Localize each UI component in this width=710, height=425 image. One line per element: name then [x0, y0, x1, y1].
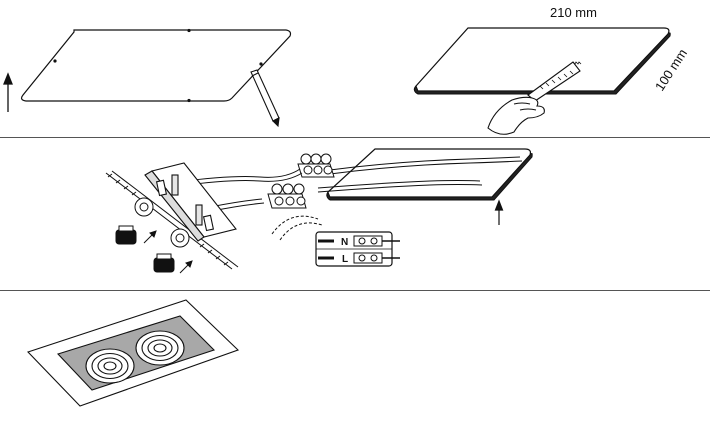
ceiling-cut-edge	[105, 170, 239, 270]
live-terminal-label: L	[342, 254, 348, 265]
insert-arrow-icon	[143, 230, 193, 274]
hand-icon	[487, 96, 545, 135]
ceiling-panel-outline	[20, 29, 292, 102]
fixture-frame	[144, 162, 237, 242]
divider-1	[0, 137, 710, 138]
lamp-holders	[134, 197, 190, 248]
supply-cables	[317, 156, 523, 193]
divider-2	[0, 290, 710, 291]
step-3-drawing	[26, 299, 240, 407]
step-3-installed	[0, 290, 710, 425]
terminal-block-lower	[267, 183, 307, 209]
installed-fixture	[26, 299, 240, 407]
height-dimension-label: 100 mm	[652, 46, 690, 94]
terminal-block-upper	[297, 153, 335, 178]
step-2-drawing: N L	[105, 148, 533, 274]
neutral-terminal-label: N	[341, 237, 348, 248]
ceiling-panel-edge	[326, 148, 533, 201]
step-2-wiring: N L	[0, 137, 710, 290]
cut-panel	[413, 27, 671, 95]
gu10-lamp-icon	[115, 225, 175, 273]
up-arrow-icon	[3, 72, 13, 112]
marking-dots	[53, 28, 263, 103]
up-arrow-icon	[494, 199, 504, 225]
width-dimension-label: 210 mm	[550, 5, 597, 20]
pencil-icon	[250, 69, 280, 128]
curved-arrow-icon	[271, 215, 323, 241]
step-1-drawing: 210 mm 100 mm	[3, 5, 690, 135]
connection-detail	[315, 231, 400, 267]
step-1-mark-and-cut: 210 mm 100 mm	[0, 0, 710, 137]
